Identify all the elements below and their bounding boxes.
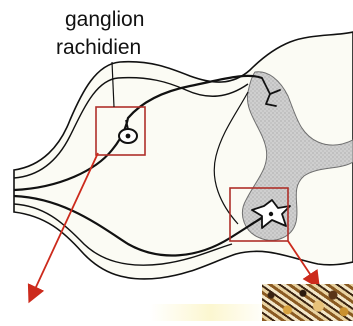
label-line-1: ganglion — [65, 8, 144, 31]
micrograph-icon — [262, 284, 353, 321]
label-line-2: rachidien — [56, 36, 141, 59]
bottom-glow — [150, 304, 270, 321]
